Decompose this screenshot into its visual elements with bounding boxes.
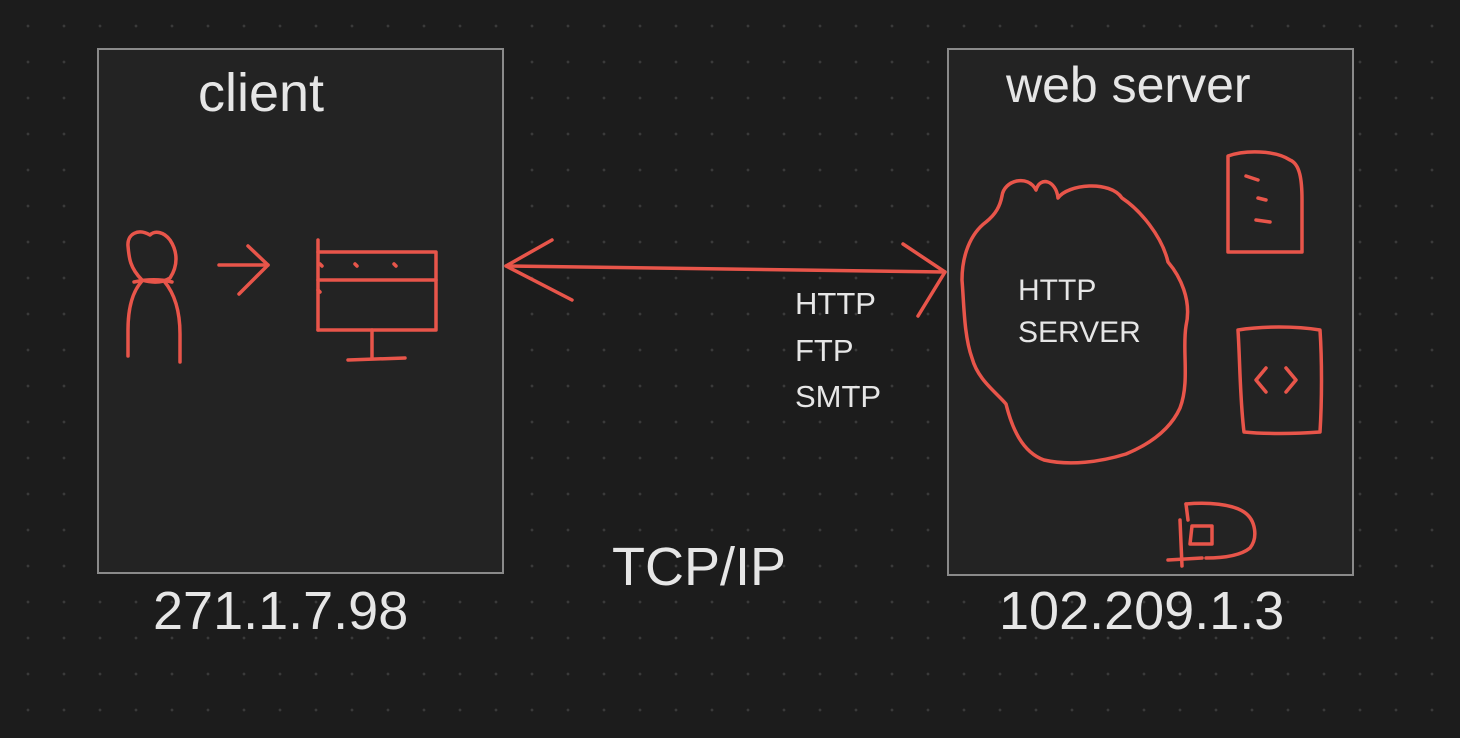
web-server-box — [947, 48, 1354, 576]
web-server-ip-address: 102.209.1.3 — [999, 581, 1285, 641]
client-ip-address: 271.1.7.98 — [153, 581, 409, 641]
http-server-label: HTTP — [1018, 274, 1097, 307]
protocol-label: HTTP — [795, 286, 876, 321]
transport-protocol-label: TCP/IP — [612, 537, 787, 597]
protocol-label: FTP — [795, 333, 854, 368]
client-title: client — [198, 63, 325, 123]
bidirectional-arrow-icon — [504, 238, 947, 318]
web-server-title: web server — [1006, 57, 1251, 113]
protocol-label: SMTP — [795, 379, 882, 414]
client-box — [97, 48, 504, 574]
http-server-label: SERVER — [1018, 316, 1141, 349]
